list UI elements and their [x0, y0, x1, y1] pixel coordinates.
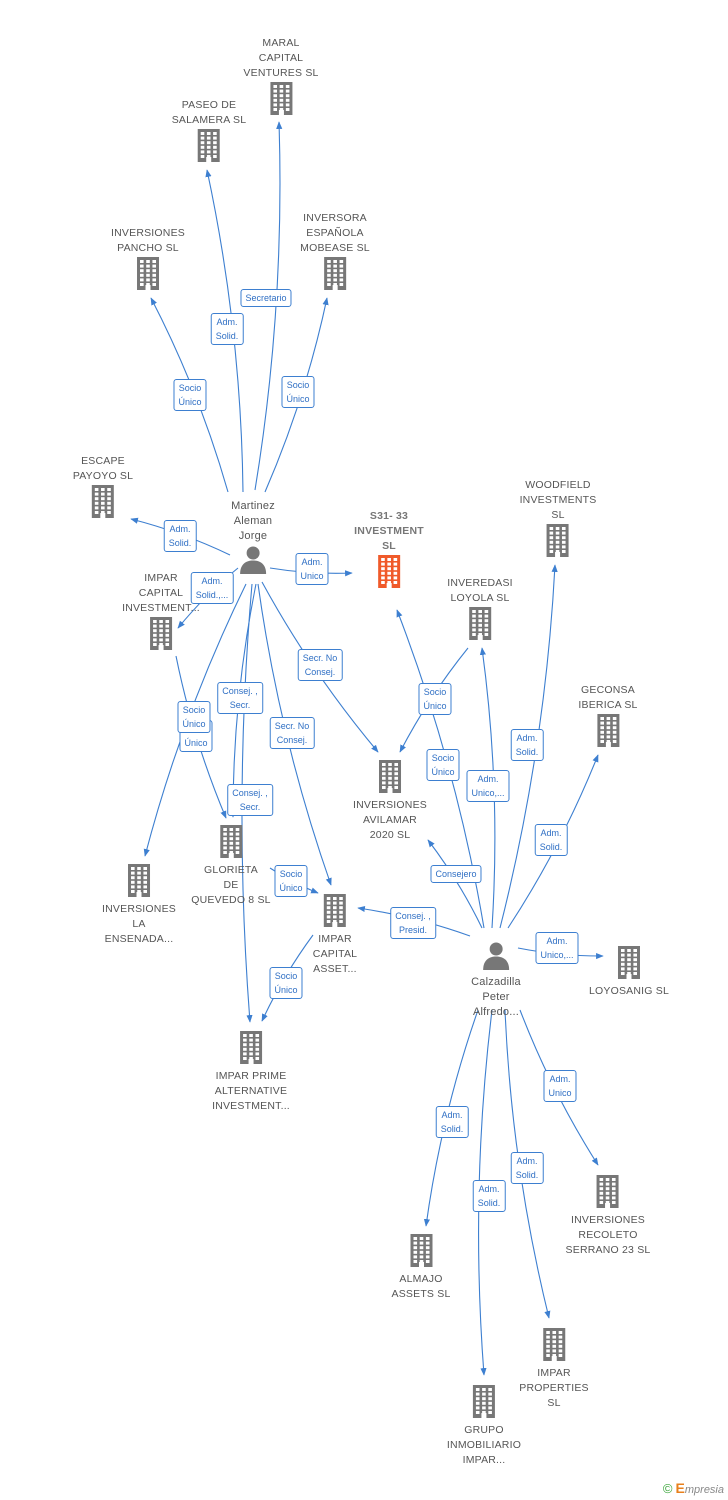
building-icon — [212, 1030, 290, 1069]
building-icon — [122, 616, 200, 655]
edge-label-calzadilla-to-geconsa[interactable]: Adm. Solid. — [534, 824, 568, 856]
node-glorieta[interactable]: GLORIETA DE QUEVEDO 8 SL — [191, 824, 271, 908]
node-impar_cap_asset[interactable]: IMPAR CAPITAL ASSET... — [313, 893, 357, 977]
main-company-building-icon — [354, 554, 424, 593]
node-ensenada[interactable]: INVERSIONES LA ENSENADA... — [102, 863, 176, 947]
node-loyosanig[interactable]: LOYOSANIG SL — [589, 945, 669, 999]
node-label: IMPAR CAPITAL INVESTMENT... — [122, 572, 200, 614]
node-almajo[interactable]: ALMAJO ASSETS SL — [392, 1233, 451, 1302]
person-icon — [471, 940, 521, 975]
node-calzadilla[interactable]: Calzadilla Peter Alfredo... — [471, 940, 521, 1020]
edge-label-glorieta-to-impar_cap_asset[interactable]: Socio Único — [274, 865, 308, 897]
node-label: INVERSIONES AVILAMAR 2020 SL — [353, 799, 427, 841]
node-label: Martinez Aleman Jorge — [231, 500, 275, 542]
edge-label-martinez-to-impar_cap_inv[interactable]: Adm. Solid.,... — [190, 572, 234, 604]
node-mobease[interactable]: INVERSORA ESPAÑOLA MOBEASE SL — [300, 211, 370, 295]
edge-label-calzadilla-to-avilamar[interactable]: Consejero — [430, 865, 482, 883]
node-label: IMPAR PRIME ALTERNATIVE INVESTMENT... — [212, 1070, 290, 1112]
node-label: GLORIETA DE QUEVEDO 8 SL — [191, 864, 271, 906]
building-icon — [191, 824, 270, 863]
node-impar_prime[interactable]: IMPAR PRIME ALTERNATIVE INVESTMENT... — [212, 1030, 290, 1114]
node-avilamar[interactable]: INVERSIONES AVILAMAR 2020 SL — [353, 759, 427, 843]
node-label: ALMAJO ASSETS SL — [391, 1273, 451, 1300]
node-label: GECONSA IBERICA SL — [578, 684, 638, 711]
node-label: INVERSIONES LA ENSENADA... — [102, 903, 176, 945]
building-icon — [300, 256, 370, 295]
edge-label-martinez-to-mobease[interactable]: Socio Único — [281, 376, 315, 408]
edge-label-martinez-to-paseo[interactable]: Adm. Solid. — [210, 313, 244, 345]
edge-label-calzadilla-to-impar_prop[interactable]: Adm. Solid. — [510, 1152, 544, 1184]
edge-calzadilla-to-avilamar — [427, 839, 483, 929]
node-label: INVERSIONES RECOLETO SERRANO 23 SL — [565, 1214, 651, 1256]
building-icon — [589, 945, 669, 984]
building-icon — [102, 863, 176, 902]
footer-brand[interactable]: © Empresia — [663, 1480, 724, 1496]
building-icon — [447, 1384, 521, 1423]
edge-label-martinez-to-s31[interactable]: Adm. Unico — [295, 553, 329, 585]
node-pancho[interactable]: INVERSIONES PANCHO SL — [111, 226, 185, 295]
edge-label-impar_cap_asset-to-impar_prime[interactable]: Socio Único — [269, 967, 303, 999]
edge-label-martinez-to-glorieta[interactable]: Consej. , Secr. — [217, 682, 263, 714]
node-impar_cap_inv[interactable]: IMPAR CAPITAL INVESTMENT... — [122, 571, 200, 655]
edge-label-martinez-to-impar_cap_asset[interactable]: Secr. No Consej. — [269, 717, 315, 749]
edge-label-martinez-to-impar_prime[interactable]: Consej. , Secr. — [227, 784, 273, 816]
node-maral[interactable]: MARAL CAPITAL VENTURES SL — [243, 36, 318, 120]
node-label: PASEO DE SALAMERA SL — [171, 99, 247, 126]
node-woodfield[interactable]: WOODFIELD INVESTMENTS SL — [520, 478, 597, 562]
building-icon — [172, 128, 247, 167]
edge-label-calzadilla-to-s31[interactable]: Socio Único — [426, 749, 460, 781]
building-icon — [243, 81, 318, 120]
building-icon — [578, 713, 637, 752]
node-paseo[interactable]: PASEO DE SALAMERA SL — [172, 98, 247, 167]
node-label: S31- 33 INVESTMENT SL — [354, 510, 424, 552]
node-label: IMPAR PROPERTIES SL — [519, 1367, 589, 1409]
edge-label-calzadilla-to-inveredasi[interactable]: Adm. Unico,... — [466, 770, 510, 802]
edge-label-inveredasi-to-avilamar[interactable]: Socio Único — [418, 683, 452, 715]
node-martinez[interactable]: Martinez Aleman Jorge — [231, 499, 275, 579]
edge-label-impar_cap_inv-to-glorieta[interactable]: Socio Único — [177, 701, 211, 733]
node-label: INVEREDASI LOYOLA SL — [447, 577, 513, 604]
building-icon — [111, 256, 185, 295]
brand-name: mpresia — [684, 1484, 724, 1496]
node-label: GRUPO INMOBILIARIO IMPAR... — [446, 1424, 522, 1466]
node-recoleto[interactable]: INVERSIONES RECOLETO SERRANO 23 SL — [566, 1174, 651, 1258]
edge-label-calzadilla-to-recoleto[interactable]: Adm. Unico — [543, 1070, 577, 1102]
node-label: LOYOSANIG SL — [588, 985, 670, 997]
edge-label-calzadilla-to-impar_cap_asset[interactable]: Consej. , Presid. — [390, 907, 436, 939]
building-icon — [73, 484, 133, 523]
node-label: WOODFIELD INVESTMENTS SL — [519, 479, 597, 521]
edge-label-martinez-to-avilamar[interactable]: Secr. No Consej. — [297, 649, 343, 681]
building-icon — [353, 759, 427, 798]
edge-label-calzadilla-to-loyosanig[interactable]: Adm. Unico,... — [535, 932, 579, 964]
brand-logo-initial: E — [675, 1480, 685, 1496]
building-icon — [447, 606, 513, 645]
node-label: Calzadilla Peter Alfredo... — [471, 976, 521, 1018]
node-label: INVERSORA ESPAÑOLA MOBEASE SL — [300, 212, 370, 254]
node-label: IMPAR CAPITAL ASSET... — [312, 933, 358, 975]
person-icon — [231, 544, 275, 579]
edge-label-martinez-to-maral[interactable]: Secretario — [240, 289, 292, 307]
node-inveredasi[interactable]: INVEREDASI LOYOLA SL — [447, 576, 513, 645]
node-grupo[interactable]: GRUPO INMOBILIARIO IMPAR... — [447, 1384, 521, 1468]
edge-label-calzadilla-to-almajo[interactable]: Adm. Solid. — [435, 1106, 469, 1138]
node-label: ESCAPE PAYOYO SL — [72, 455, 134, 482]
node-label: INVERSIONES PANCHO SL — [111, 227, 185, 254]
edge-label-martinez-to-escape[interactable]: Adm. Solid. — [163, 520, 197, 552]
edge-label-calzadilla-to-grupo[interactable]: Adm. Solid. — [472, 1180, 506, 1212]
edge-label-calzadilla-to-woodfield[interactable]: Adm. Solid. — [510, 729, 544, 761]
node-impar_prop[interactable]: IMPAR PROPERTIES SL — [519, 1327, 589, 1411]
node-label: MARAL CAPITAL VENTURES SL — [243, 37, 319, 79]
edge-label-martinez-to-pancho[interactable]: Socio Único — [173, 379, 207, 411]
node-escape[interactable]: ESCAPE PAYOYO SL — [73, 454, 133, 523]
building-icon — [313, 893, 357, 932]
copyright-icon: © — [662, 1481, 673, 1496]
building-icon — [519, 1327, 589, 1366]
building-icon — [520, 523, 597, 562]
node-s31[interactable]: S31- 33 INVESTMENT SL — [354, 509, 424, 593]
building-icon — [392, 1233, 451, 1272]
building-icon — [566, 1174, 651, 1213]
node-geconsa[interactable]: GECONSA IBERICA SL — [578, 683, 637, 752]
